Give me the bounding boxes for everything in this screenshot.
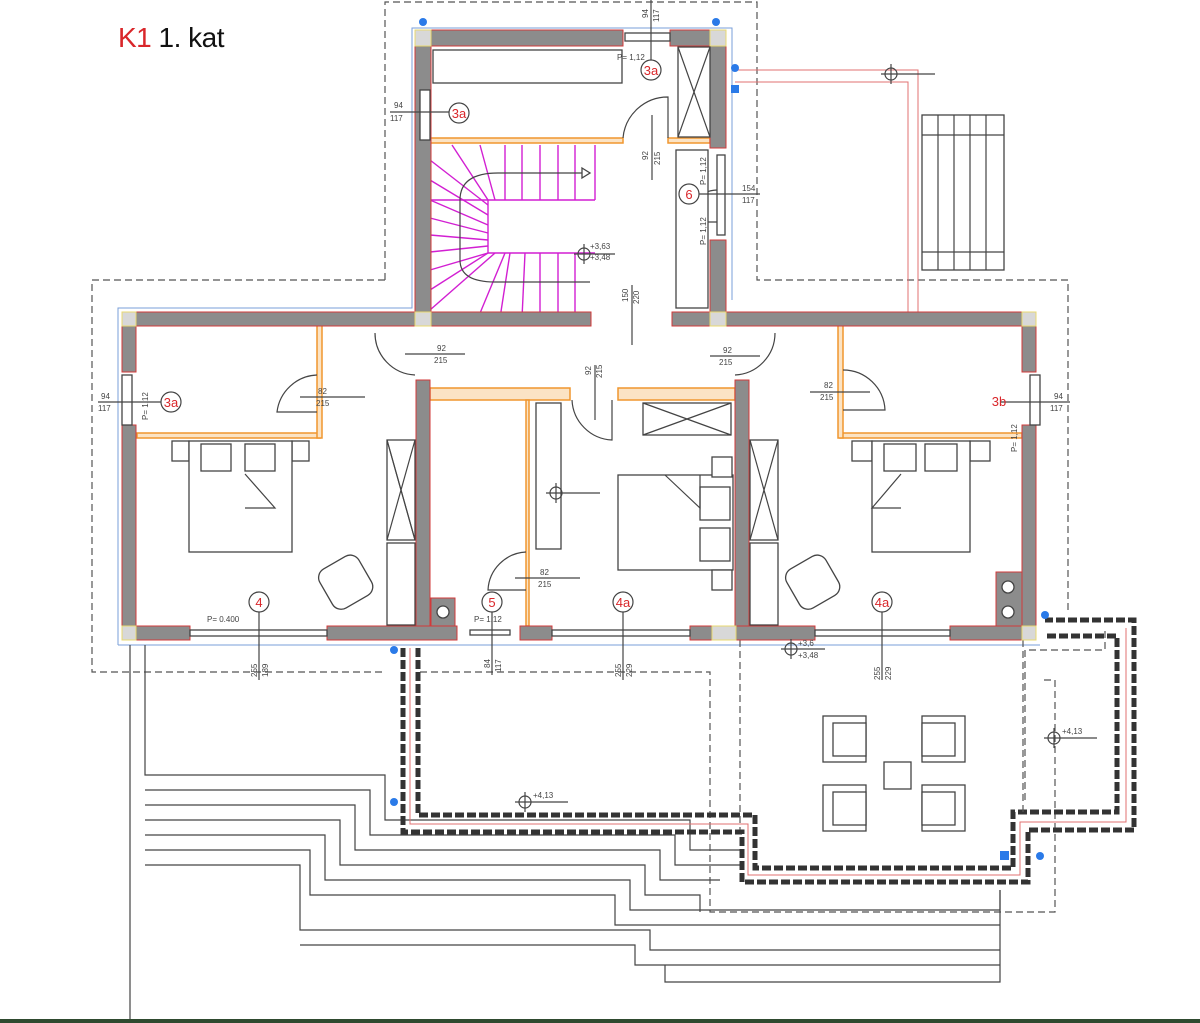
level-marker-icon — [515, 64, 1097, 812]
dim-text: 150 — [621, 288, 630, 302]
dim-text: 117 — [98, 404, 111, 413]
dim-text: 92 — [641, 151, 650, 160]
dim-text: 92 — [437, 344, 446, 353]
dim-text: 117 — [652, 9, 661, 22]
dim-text: 215 — [595, 364, 604, 378]
dim-text: 82 — [540, 568, 549, 577]
facade-line — [117, 27, 733, 645]
room-label: 3a — [644, 63, 659, 78]
dim-text: 215 — [538, 580, 552, 589]
dimension-texts: 94 117 P= 1,12 92 215 154 117 P= 1,12 P=… — [98, 9, 1083, 800]
dim-text: 82 — [318, 387, 327, 396]
outline-below-left — [91, 279, 385, 673]
table-chairs-icon — [822, 715, 966, 832]
terrace-parapet-inner — [415, 633, 1120, 871]
room-label: 4a — [875, 595, 890, 610]
railing-line — [735, 69, 919, 312]
survey-point-icon — [390, 18, 1049, 860]
dim-text: +3,48 — [798, 651, 819, 660]
dim-text: P= 1,12 — [141, 392, 150, 420]
room-label: 6 — [685, 187, 692, 202]
dim-text: 215 — [719, 358, 733, 367]
dim-text: 215 — [820, 393, 834, 402]
walls — [121, 29, 1037, 641]
drawing-title: K1 1. kat — [118, 22, 225, 54]
dim-text: 94 — [1054, 392, 1063, 401]
dim-text: 215 — [653, 151, 662, 165]
terrace-parapet-outer — [400, 617, 1137, 885]
dim-text: 117 — [494, 659, 503, 672]
dim-text: P= 1,12 — [699, 157, 708, 185]
floor-name: 1. kat — [158, 22, 225, 53]
dim-text: +3,6 — [798, 639, 814, 648]
dim-text: P= 1,12 — [474, 615, 502, 624]
dim-text: 117 — [1050, 404, 1063, 413]
room-label: 4 — [255, 595, 262, 610]
outline-below — [384, 1, 1069, 612]
dim-text: 117 — [390, 114, 403, 123]
bed-icon — [851, 440, 991, 553]
dim-text: 255 — [250, 663, 259, 677]
dim-text: 255 — [614, 663, 623, 677]
dim-text: 84 — [483, 659, 492, 668]
armchair-icon — [317, 554, 841, 610]
bottom-border — [0, 1019, 1200, 1023]
exterior-stair — [921, 114, 1005, 271]
room-label: 3a — [164, 395, 179, 410]
room-labels: 3a 3a 6 3a 3b 4 5 4a 4a — [160, 59, 1006, 613]
dim-text: 154 — [742, 184, 756, 193]
dim-text: +3,63 — [590, 242, 611, 251]
dim-text: P= 0.400 — [207, 615, 240, 624]
dim-text: 229 — [884, 666, 893, 680]
dim-text: +4,13 — [533, 791, 554, 800]
dim-text: +3,48 — [590, 253, 611, 262]
dim-text: P= 1,12 — [617, 53, 645, 62]
terrace-edge — [409, 628, 1127, 876]
bed-icon — [617, 456, 734, 591]
dim-text: 94 — [394, 101, 403, 110]
dim-text: P= 1,12 — [1010, 424, 1019, 452]
room-label: 3b — [992, 394, 1006, 409]
door-swing-icon — [276, 96, 886, 591]
partitions — [136, 137, 1023, 627]
dim-text: 220 — [632, 290, 641, 304]
dim-text: 215 — [316, 399, 330, 408]
stair-walkline — [459, 172, 590, 283]
dim-text: 215 — [434, 356, 448, 365]
dim-text: +4,13 — [1062, 727, 1083, 736]
room-label: 5 — [488, 595, 495, 610]
dimension-lines — [98, 0, 1070, 680]
stair-arrow-icon — [581, 166, 592, 180]
dim-text: 229 — [625, 663, 634, 677]
railing-line-2 — [735, 81, 909, 312]
dim-text: 255 — [873, 666, 882, 680]
dim-text: 92 — [584, 366, 593, 375]
staircase — [429, 144, 596, 319]
dim-text: P= 1,12 — [699, 217, 708, 245]
bed-icon — [171, 440, 310, 553]
dim-text: 117 — [742, 196, 755, 205]
wardrobe-icon — [386, 46, 779, 626]
drawing-code: K1 — [118, 22, 152, 53]
room-label: 3a — [452, 106, 467, 121]
room-label: 4a — [616, 595, 631, 610]
dim-text: 82 — [824, 381, 833, 390]
dim-text: 94 — [101, 392, 110, 401]
exterior-steps — [129, 645, 1001, 1020]
dim-text: 189 — [261, 663, 270, 677]
outline-terrace-right — [1024, 630, 1106, 800]
dim-text: 92 — [723, 346, 732, 355]
dim-text: 94 — [641, 9, 650, 18]
